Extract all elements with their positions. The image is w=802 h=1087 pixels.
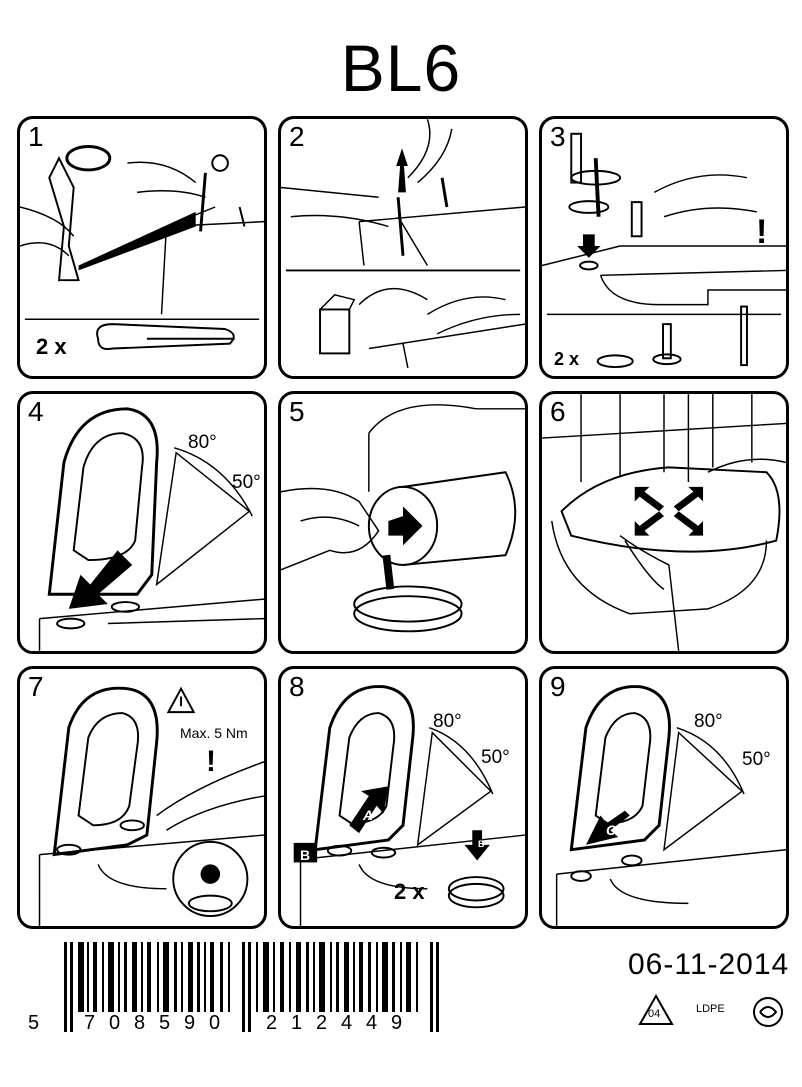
step-number: 4 (28, 396, 44, 427)
warning-mark: ! (756, 213, 768, 251)
step-8-illustration (293, 685, 525, 926)
torque-label: Max. 5 Nm (180, 725, 248, 741)
barcode-digit: 4 (341, 1012, 353, 1034)
barcode-digit: 9 (391, 1012, 403, 1034)
barcode-digit: 2 (316, 1012, 328, 1034)
quantity-label: 2 x (36, 334, 67, 359)
step-8-panel: 8 80° 50° 2 x A B B (278, 666, 528, 929)
angle-label: 80° (694, 711, 723, 732)
material-label: LDPE (696, 1003, 725, 1015)
step-9-panel: 9 80° 50° C (539, 666, 789, 929)
step-number: 5 (289, 396, 305, 427)
step-7-illustration (38, 686, 264, 926)
tag-c: C (606, 822, 617, 838)
barcode-digit: 8 (134, 1012, 146, 1034)
barcode-digit: 7 (84, 1012, 96, 1034)
step-3-panel: 3 2 x ! (539, 116, 789, 379)
barcode-digit: 0 (209, 1012, 221, 1034)
angle-label: 80° (433, 711, 462, 732)
angle-label: 50° (481, 747, 510, 768)
step-4-panel: 4 80° 50° (17, 391, 267, 654)
step-number: 6 (550, 396, 566, 427)
step-number: 2 (289, 121, 305, 152)
barcode-digit: 4 (366, 1012, 378, 1034)
angle-label: 50° (742, 749, 771, 770)
step-3-illustration (542, 132, 786, 369)
step-number: 1 (28, 121, 44, 152)
step-5-illustration (281, 404, 525, 633)
print-date: 06-11-2014 (628, 948, 790, 981)
barcode-digit: 9 (184, 1012, 196, 1034)
document-title: BL6 (340, 31, 462, 105)
barcode-digit: 0 (109, 1012, 121, 1034)
quantity-label: 2 x (394, 879, 425, 904)
quantity-label: 2 x (554, 349, 580, 369)
green-dot-icon (753, 997, 783, 1027)
step-1-illustration (20, 145, 264, 350)
angle-label: 50° (232, 472, 261, 493)
tag-b: B (300, 847, 311, 863)
angle-label: 80° (188, 432, 217, 453)
step-7-panel: 7 Max. 5 Nm ! (17, 666, 267, 929)
barcode (64, 942, 439, 1032)
step-2-panel: 2 (278, 116, 528, 379)
step-6-panel: 6 (539, 391, 789, 654)
step-number: 7 (28, 671, 44, 702)
step-6-illustration (542, 394, 786, 651)
step-number: 9 (550, 671, 566, 702)
recycling-symbols (638, 993, 783, 1027)
barcode-digit: 5 (28, 1012, 40, 1034)
step-number: 8 (289, 671, 305, 702)
tag-b-arrow: B (478, 839, 485, 849)
step-4-illustration (38, 407, 264, 651)
recycle-triangle-icon (638, 993, 674, 1025)
recycle-code: 04 (648, 1008, 661, 1020)
tag-a: A (363, 807, 374, 823)
step-1-panel: 1 2 x (17, 116, 267, 379)
barcode-digit: 1 (291, 1012, 303, 1034)
step-2-illustration (281, 119, 525, 369)
step-5-panel: 5 (278, 391, 528, 654)
warning-mark: ! (206, 745, 216, 778)
barcode-digit: 2 (266, 1012, 278, 1034)
barcode-digit: 5 (159, 1012, 171, 1034)
step-9-illustration (555, 685, 786, 926)
step-number: 3 (550, 121, 566, 152)
